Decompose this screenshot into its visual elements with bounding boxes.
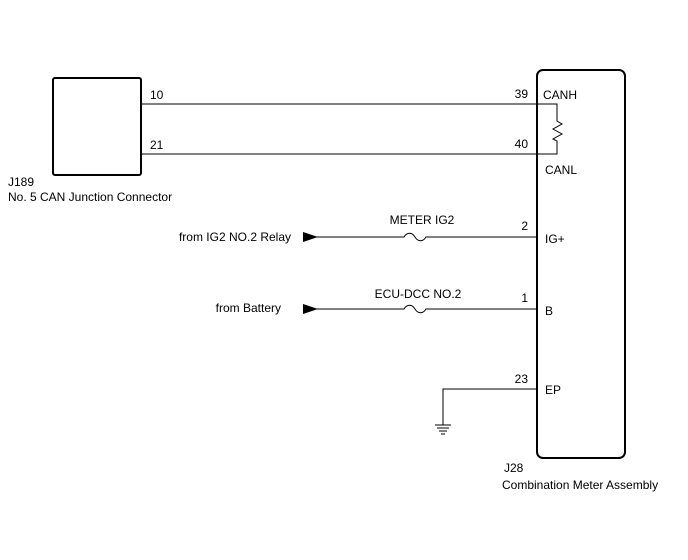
meter-ig2-fuse-icon xyxy=(398,232,434,242)
terminal-canl: CANL xyxy=(545,163,577,177)
j189-id: J189 xyxy=(8,175,34,189)
battery-arrow-icon xyxy=(303,304,318,314)
ig-relay-source: from IG2 NO.2 Relay xyxy=(179,230,291,244)
j189-pin-canl: 21 xyxy=(150,138,164,152)
terminal-ig: IG+ xyxy=(545,232,565,246)
j189-name: No. 5 CAN Junction Connector xyxy=(8,190,172,204)
meter-id: J28 xyxy=(504,461,524,475)
terminal-canh: CANH xyxy=(543,88,577,102)
meter-pin-b: 1 xyxy=(521,291,528,305)
j189-pin-canh: 10 xyxy=(150,88,164,102)
battery-source: from Battery xyxy=(216,301,281,315)
meter-pin-ep: 23 xyxy=(515,372,529,386)
ground-icon xyxy=(435,424,451,435)
terminal-ep: EP xyxy=(545,383,561,397)
meter-pin-canh: 39 xyxy=(515,87,529,101)
terminal-b: B xyxy=(545,304,553,318)
meter-name: Combination Meter Assembly xyxy=(502,478,658,492)
junction-connector-box xyxy=(52,77,142,176)
ecu-dcc-fuse-icon xyxy=(398,304,434,314)
termination-resistor-icon xyxy=(537,103,564,155)
ig-arrow-icon xyxy=(303,232,318,242)
meter-pin-ig: 2 xyxy=(521,219,528,233)
meter-pin-canl: 40 xyxy=(515,137,529,151)
meter-assembly-box xyxy=(536,69,626,459)
meter-ig2-fuse-label: METER IG2 xyxy=(390,213,455,227)
ecu-dcc-fuse-label: ECU-DCC NO.2 xyxy=(375,287,462,301)
ep-wire xyxy=(442,388,537,425)
